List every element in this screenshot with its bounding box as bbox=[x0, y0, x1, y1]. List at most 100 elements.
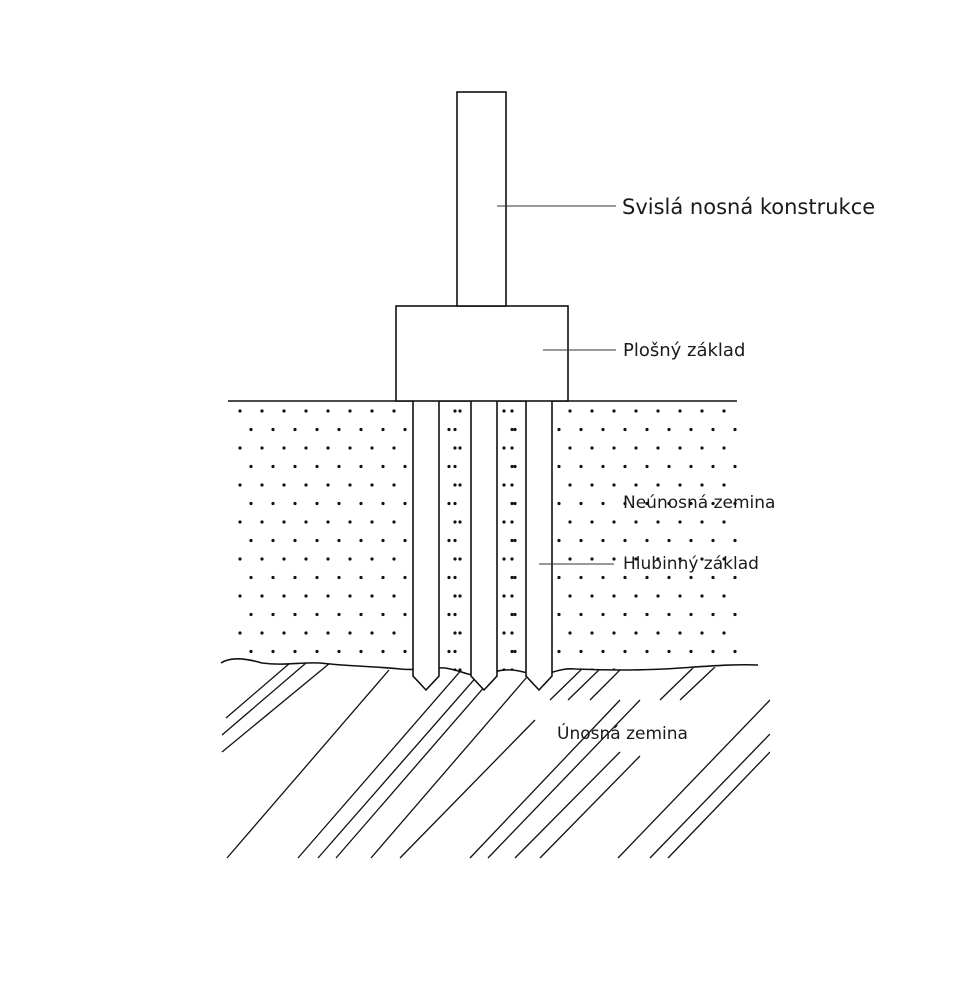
soil-dot bbox=[326, 520, 330, 524]
soil-dot bbox=[590, 409, 594, 413]
soil-dot bbox=[510, 594, 514, 598]
soil-dot bbox=[568, 483, 572, 487]
soil-dot bbox=[453, 446, 457, 450]
soil-dot bbox=[453, 649, 457, 654]
soil-dot bbox=[601, 575, 605, 580]
soil-dot bbox=[304, 668, 308, 672]
soil-dot bbox=[645, 649, 649, 654]
soil-dot bbox=[403, 538, 407, 543]
soil-dot bbox=[453, 501, 457, 506]
soil-dot bbox=[326, 557, 330, 561]
soil-dot bbox=[337, 612, 341, 617]
soil-dot bbox=[667, 501, 671, 506]
soil-dot bbox=[238, 520, 242, 524]
soil-dot bbox=[634, 520, 638, 524]
soil-dot bbox=[359, 427, 363, 432]
soil-dot bbox=[601, 538, 605, 543]
soil-dot bbox=[370, 446, 374, 450]
soil-dot bbox=[381, 427, 385, 432]
soil-dot bbox=[557, 538, 561, 543]
soil-dot bbox=[293, 612, 297, 617]
soil-dot bbox=[315, 575, 319, 580]
soil-dot bbox=[590, 483, 594, 487]
soil-dot bbox=[733, 575, 737, 580]
soil-dot bbox=[667, 464, 671, 469]
soil-dot bbox=[348, 483, 352, 487]
soil-dot bbox=[249, 427, 253, 432]
soil-dot bbox=[238, 557, 242, 561]
soil-dot bbox=[337, 538, 341, 543]
soil-dot bbox=[315, 427, 319, 432]
label-footing: Plošný základ bbox=[623, 340, 745, 361]
soil-dot bbox=[348, 446, 352, 450]
soil-dot bbox=[711, 464, 715, 469]
soil-dot bbox=[502, 446, 506, 450]
soil-dot bbox=[722, 409, 726, 413]
soil-dot bbox=[656, 409, 660, 413]
soil-dot bbox=[271, 649, 275, 654]
soil-dot bbox=[579, 612, 583, 617]
soil-dot bbox=[557, 575, 561, 580]
soil-dot bbox=[337, 575, 341, 580]
soil-dot bbox=[568, 557, 572, 561]
soil-dot bbox=[392, 409, 396, 413]
soil-dot bbox=[700, 631, 704, 635]
soil-dot bbox=[282, 446, 286, 450]
soil-dot bbox=[403, 427, 407, 432]
soil-dot bbox=[656, 557, 660, 561]
soil-dot bbox=[711, 501, 715, 506]
soil-dot bbox=[634, 557, 638, 561]
soil-dot bbox=[458, 594, 462, 598]
soil-dot bbox=[326, 631, 330, 635]
soil-dot bbox=[689, 649, 693, 654]
soil-dot bbox=[502, 520, 506, 524]
soil-dot bbox=[510, 483, 514, 487]
soil-dot bbox=[513, 612, 517, 617]
soil-dot bbox=[568, 594, 572, 598]
soil-dot bbox=[513, 649, 517, 654]
soil-dot bbox=[337, 464, 341, 469]
column bbox=[456, 91, 507, 307]
label-weak-soil: Neúnosná zemina bbox=[623, 493, 775, 513]
soil-dot bbox=[458, 520, 462, 524]
soil-dot bbox=[612, 631, 616, 635]
soil-dot bbox=[689, 427, 693, 432]
soil-dot bbox=[700, 668, 704, 672]
soil-dot bbox=[623, 649, 627, 654]
soil-dot bbox=[590, 557, 594, 561]
soil-dot bbox=[447, 649, 451, 654]
soil-dot bbox=[453, 409, 457, 413]
soil-dot bbox=[645, 501, 649, 506]
soil-dot bbox=[249, 501, 253, 506]
soil-dot bbox=[590, 446, 594, 450]
soil-dot bbox=[612, 594, 616, 598]
soil-dot bbox=[337, 427, 341, 432]
soil-dot bbox=[579, 427, 583, 432]
soil-dot bbox=[348, 631, 352, 635]
soil-dot bbox=[510, 538, 514, 543]
soil-dot bbox=[282, 557, 286, 561]
soil-dot bbox=[392, 557, 396, 561]
soil-dot bbox=[656, 446, 660, 450]
soil-dot bbox=[634, 594, 638, 598]
soil-dot bbox=[700, 520, 704, 524]
label-bearing-soil: Únosná zemina bbox=[557, 722, 688, 744]
soil-dot bbox=[403, 464, 407, 469]
soil-dot bbox=[733, 501, 737, 506]
soil-dot bbox=[700, 446, 704, 450]
pile-middle bbox=[470, 401, 498, 692]
soil-dot bbox=[293, 464, 297, 469]
soil-dot bbox=[458, 409, 462, 413]
soil-dot bbox=[381, 501, 385, 506]
soil-dot bbox=[392, 483, 396, 487]
soil-dot bbox=[645, 427, 649, 432]
soil-dot bbox=[689, 538, 693, 543]
soil-dot bbox=[623, 575, 627, 580]
soil-dot bbox=[271, 575, 275, 580]
soil-dot bbox=[293, 575, 297, 580]
soil-dot bbox=[304, 594, 308, 598]
soil-dot bbox=[612, 409, 616, 413]
soil-dot bbox=[711, 649, 715, 654]
soil-dot bbox=[293, 538, 297, 543]
soil-dot bbox=[238, 631, 242, 635]
